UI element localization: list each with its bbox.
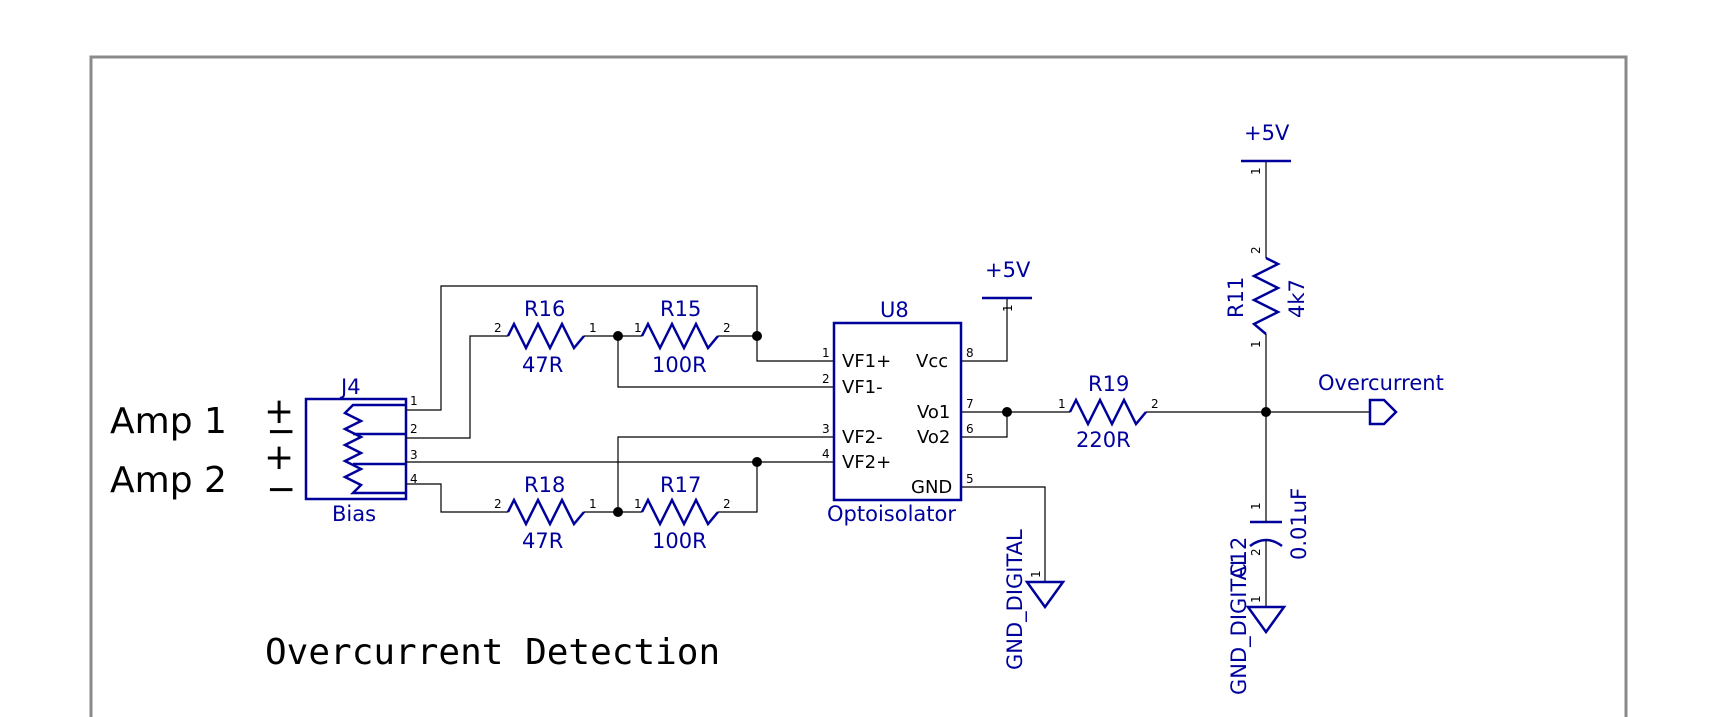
- junction-dot: [1002, 407, 1012, 417]
- resistor-r11: R11 4k7 2 1: [1224, 246, 1309, 348]
- r17-pin1: 1: [634, 497, 642, 511]
- j4-pin2-number: 2: [410, 422, 418, 436]
- u8-ref: U8: [880, 298, 909, 322]
- r17-ref: R17: [660, 473, 701, 497]
- c12-ref: C12: [1227, 537, 1251, 578]
- resistor-r15: R15 100R 1 2: [634, 297, 731, 377]
- j4-pin4-number: 4: [410, 472, 418, 486]
- r16-value: 47R: [522, 353, 563, 377]
- ground-digital-c12-pin: 1: [1249, 595, 1263, 603]
- amp2-plus-sign: +: [264, 437, 294, 478]
- r11-pin2: 2: [1249, 246, 1263, 254]
- power-5v-r11-pin: 1: [1249, 167, 1263, 175]
- r19-pin1: 1: [1058, 397, 1066, 411]
- junction-dots: [613, 331, 1271, 517]
- resistor-r17: R17 100R 1 2: [634, 473, 731, 553]
- r19-value: 220R: [1076, 428, 1131, 452]
- u8-pin4-number: 4: [822, 447, 830, 461]
- c12-pin1: 1: [1249, 502, 1263, 510]
- amp2-label: Amp 2: [110, 460, 227, 501]
- u8-pin-vf1m: VF1-: [842, 377, 883, 398]
- u8-pin-vo1: Vo1: [917, 402, 950, 423]
- r18-ref: R18: [524, 473, 565, 497]
- amp1-label: Amp 1: [110, 401, 227, 442]
- resistor-r16: R16 47R 2 1: [494, 297, 597, 377]
- r16-ref: R16: [524, 297, 565, 321]
- u8-value: Optoisolator: [827, 502, 956, 526]
- wires: [406, 161, 1370, 607]
- junction-dot: [613, 331, 623, 341]
- c12-value: 0.01uF: [1287, 488, 1311, 560]
- ground-digital-c12-label: GND_DIGITAL: [1227, 554, 1252, 695]
- c12-pin2: 2: [1249, 548, 1263, 556]
- r11-value: 4k7: [1285, 279, 1309, 318]
- j4-ref: J4: [339, 375, 361, 399]
- r11-pin1: 1: [1249, 340, 1263, 348]
- capacitor-c12: C12 0.01uF 1 2: [1227, 488, 1311, 578]
- r19-ref: R19: [1088, 372, 1129, 396]
- resistor-r19: R19 220R 1 2: [1058, 372, 1159, 452]
- ground-digital-c12: GND_DIGITAL 1: [1227, 554, 1287, 695]
- power-5v-u8: +5V 1: [982, 258, 1032, 312]
- r17-pin2: 2: [723, 497, 731, 511]
- u8-pin-vcc: Vcc: [916, 351, 948, 372]
- u8-pin6-number: 6: [966, 422, 974, 436]
- u8-pin8-number: 8: [966, 346, 974, 360]
- ground-digital-u8-label: GND_DIGITAL: [1003, 529, 1028, 670]
- junction-dot: [752, 457, 762, 467]
- u8-pin-vo2: Vo2: [917, 427, 950, 448]
- connector-j4: J4 Bias 1 2 3 4: [304, 375, 418, 526]
- u8-pin-gnd: GND: [911, 477, 952, 498]
- u8-pin-vf2m: VF2-: [842, 427, 883, 448]
- u8-pin5-number: 5: [966, 472, 974, 486]
- u8-pin1-number: 1: [822, 346, 830, 360]
- sheet-frame: [89, 55, 1628, 717]
- r16-pin1: 1: [589, 321, 597, 335]
- ground-digital-u8: GND_DIGITAL 1: [1003, 529, 1066, 670]
- net-label-overcurrent-text: Overcurrent: [1318, 371, 1444, 395]
- power-5v-u8-label: +5V: [985, 258, 1031, 282]
- r18-pin1: 1: [589, 497, 597, 511]
- power-5v-r11: +5V 1: [1241, 121, 1291, 175]
- junction-dot: [752, 331, 762, 341]
- r15-pin2: 2: [723, 321, 731, 335]
- r18-pin2: 2: [494, 497, 502, 511]
- j4-pin1-number: 1: [410, 394, 418, 408]
- r15-ref: R15: [660, 297, 701, 321]
- r19-pin2: 2: [1151, 397, 1159, 411]
- r11-ref: R11: [1224, 277, 1248, 318]
- u8-pin-vf2p: VF2+: [842, 452, 891, 473]
- junction-dot: [1261, 407, 1271, 417]
- amp1-minus-sign: −: [266, 411, 296, 452]
- power-5v-u8-pin: 1: [1001, 304, 1015, 312]
- amp2-minus-sign: −: [266, 469, 296, 510]
- junction-dot: [613, 507, 623, 517]
- u8-pin7-number: 7: [966, 397, 974, 411]
- ic-u8-optoisolator: U8 Optoisolator VF1+ VF1- VF2- VF2+ Vcc …: [822, 298, 974, 526]
- r15-pin1: 1: [634, 321, 642, 335]
- r17-value: 100R: [652, 529, 707, 553]
- resistor-r18: R18 47R 2 1: [494, 473, 597, 553]
- u8-pin-vf1p: VF1+: [842, 351, 891, 372]
- amp1-plus-sign: +: [264, 391, 294, 432]
- ground-digital-u8-pin: 1: [1029, 570, 1043, 578]
- power-5v-r11-label: +5V: [1244, 121, 1290, 145]
- net-label-overcurrent: Overcurrent: [1318, 371, 1444, 426]
- u8-pin3-number: 3: [822, 422, 830, 436]
- r18-value: 47R: [522, 529, 563, 553]
- diagram-title: Overcurrent Detection: [265, 632, 720, 673]
- r16-pin2: 2: [494, 321, 502, 335]
- j4-pin3-number: 3: [410, 448, 418, 462]
- r15-value: 100R: [652, 353, 707, 377]
- j4-value: Bias: [332, 502, 376, 526]
- u8-pin2-number: 2: [822, 372, 830, 386]
